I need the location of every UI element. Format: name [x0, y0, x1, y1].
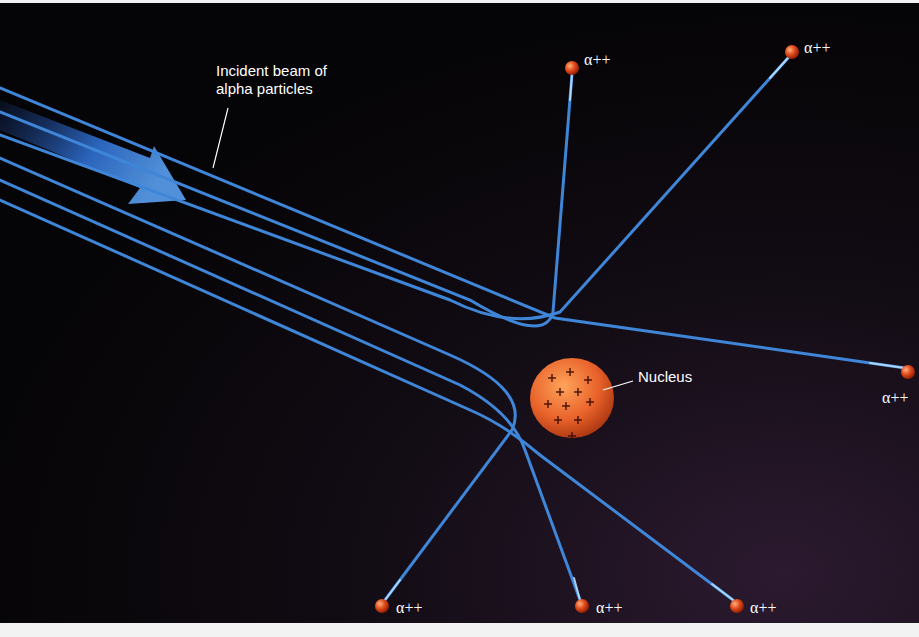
- leader-line: [213, 108, 228, 168]
- trajectory: [0, 74, 572, 326]
- trajectory: [0, 58, 788, 319]
- trajectory: [0, 88, 905, 368]
- nucleus-label: Nucleus: [638, 368, 692, 386]
- alpha-label: α++: [584, 50, 610, 69]
- page-margin: [0, 0, 919, 3]
- trajectory: [0, 158, 515, 600]
- alpha-label: α++: [750, 598, 776, 617]
- trajectory: [0, 200, 733, 600]
- leader-line: [603, 381, 633, 390]
- label: Incident beam of alpha particles: [216, 62, 366, 98]
- track-highlights: [385, 58, 905, 600]
- alpha-particles: [375, 45, 915, 613]
- positive-charges: [544, 368, 594, 440]
- page-margin: [0, 623, 919, 637]
- alpha-label: α++: [396, 598, 422, 617]
- nucleus: [530, 358, 614, 438]
- trajectory: [0, 180, 580, 600]
- alpha-label: α++: [596, 598, 622, 617]
- alpha-label: α++: [882, 388, 908, 407]
- trajectories: [0, 58, 905, 600]
- alpha-label: α++: [804, 38, 830, 57]
